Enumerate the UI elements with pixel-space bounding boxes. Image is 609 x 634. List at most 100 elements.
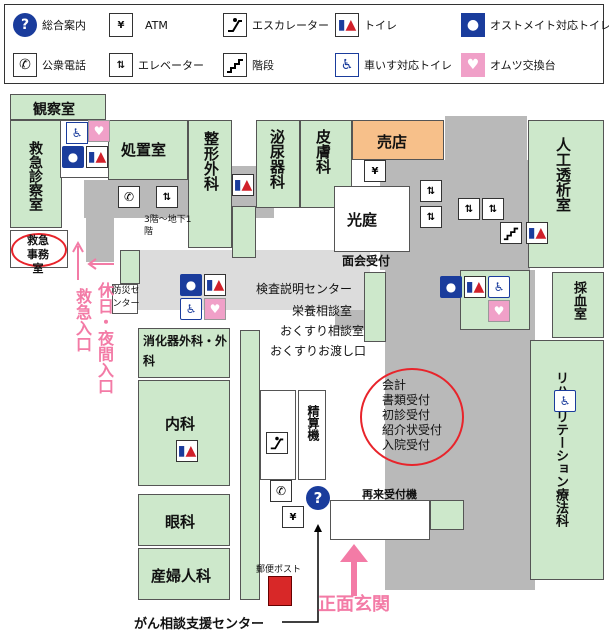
room-dialysis: 人工透析室 bbox=[528, 120, 604, 268]
room-urology-label: 泌尿器科 bbox=[268, 129, 286, 189]
diaper-icon: ♥ bbox=[88, 120, 110, 142]
legend-escalator: エスカレーター bbox=[223, 13, 329, 37]
highlight-circle bbox=[360, 368, 464, 466]
legend-ostomate-label: オストメイト対応トイレ bbox=[490, 19, 609, 32]
legend-wheelchair-label: 車いす対応トイレ bbox=[364, 59, 452, 72]
room-cashier-label: 精算機 bbox=[306, 405, 320, 441]
toilet-icon: ▮▲ bbox=[232, 174, 254, 196]
room-emergency-exam: 救急診察室 bbox=[10, 120, 62, 228]
map-legend: ? 総合案内 ¥ ATM エスカレーター ▮▲ トイレ ● オストメイト対応トイ… bbox=[4, 4, 609, 84]
room-rehab: リハビリテーション療法科 bbox=[530, 340, 604, 580]
postbox-label: 郵便ポスト bbox=[256, 565, 302, 575]
toilet-icon: ▮▲ bbox=[526, 222, 548, 244]
room-emergency-office: 救急事務室 bbox=[10, 230, 68, 275]
legend-diaper-label: オムツ交換台 bbox=[490, 59, 556, 72]
room-cashier[interactable]: 精算機 bbox=[298, 390, 326, 480]
wall-block bbox=[120, 250, 140, 284]
visitor-reception-label: 面会受付 bbox=[342, 254, 391, 268]
room-shop: 売店 bbox=[352, 120, 444, 160]
room-obgyn: 産婦人科 bbox=[138, 548, 230, 600]
room-dermatology-label: 皮膚科 bbox=[314, 129, 332, 174]
room-orthopedics-label: 整形外科 bbox=[202, 131, 220, 191]
elevator-icon: ⇅ bbox=[420, 180, 442, 202]
holiday-night-entrance-label: 休日・夜間入口 bbox=[95, 282, 114, 394]
room-disaster-center: 防災センター bbox=[112, 284, 140, 314]
elevator-icon: ⇅ bbox=[458, 198, 480, 220]
courtyard: 光庭 bbox=[334, 186, 410, 252]
emergency-entrance-label: 救急入口 bbox=[73, 288, 92, 352]
room-treatment: 処置室 bbox=[108, 120, 188, 180]
room-internal-medicine-label: 内科 bbox=[165, 415, 196, 433]
legend-diaper: ♥ オムツ交換台 bbox=[461, 53, 556, 77]
room-emergency-office-label: 救急事務室 bbox=[27, 234, 49, 275]
diaper-icon: ♥ bbox=[488, 300, 510, 322]
corridor bbox=[86, 212, 114, 262]
room-disaster-center-label: 防災センター bbox=[112, 286, 140, 309]
room-internal-medicine: 内科 bbox=[138, 380, 230, 486]
elevator-floors-label: 3階〜地下1階 bbox=[144, 215, 192, 237]
wall-block bbox=[430, 500, 464, 530]
room-urology: 泌尿器科 bbox=[256, 120, 300, 208]
nutrition-label: 栄養相談室 bbox=[292, 304, 353, 318]
elevator-icon: ⇅ bbox=[109, 53, 133, 77]
reception-list: 会計 書類受付 初診受付 紹介状受付 入院受付 bbox=[382, 378, 442, 453]
diaper-icon: ♥ bbox=[461, 53, 485, 77]
legend-atm: ¥ ATM bbox=[109, 13, 168, 37]
legend-atm-label: ATM bbox=[145, 18, 168, 32]
main-entrance-label: 正面玄関 bbox=[318, 594, 390, 615]
elevator-icon: ⇅ bbox=[482, 198, 504, 220]
reception-item: 初診受付 bbox=[382, 408, 431, 422]
stairs-icon bbox=[500, 222, 522, 244]
toilet-icon: ▮▲ bbox=[464, 276, 486, 298]
room-emergency-exam-label: 救急診察室 bbox=[27, 141, 43, 211]
toilet-icon: ▮▲ bbox=[86, 146, 108, 168]
highlight-circle bbox=[11, 233, 67, 267]
room-ophthalmology-label: 眼科 bbox=[165, 513, 196, 531]
room-ophthalmology: 眼科 bbox=[138, 494, 230, 546]
legend-escalator-label: エスカレーター bbox=[252, 19, 329, 32]
wheelchair-icon: ♿ bbox=[66, 122, 88, 144]
phone-icon: ✆ bbox=[13, 53, 37, 77]
wall-block bbox=[330, 500, 430, 540]
cancer-center-label: がん相談支援センター bbox=[134, 617, 265, 632]
legend-toilet-label: トイレ bbox=[364, 19, 397, 32]
elevator-icon: ⇅ bbox=[420, 206, 442, 228]
main-entrance-arrow bbox=[340, 544, 368, 596]
corridor bbox=[445, 116, 527, 166]
legend-ostomate: ● オストメイト対応トイレ bbox=[461, 13, 609, 37]
legend-info-label: 総合案内 bbox=[42, 19, 86, 32]
wheelchair-icon: ♿ bbox=[180, 298, 202, 320]
toilet-icon: ▮▲ bbox=[204, 274, 226, 296]
legend-elevator-label: エレベーター bbox=[138, 59, 204, 72]
exam-explanation-label: 検査説明センター bbox=[256, 282, 353, 296]
room-blood-draw: 採血室 bbox=[552, 272, 604, 338]
corridor bbox=[120, 250, 370, 310]
wheelchair-icon: ♿ bbox=[554, 390, 576, 412]
revisit-reception-label: 再来受付機 bbox=[362, 488, 417, 501]
legend-elevator: ⇅ エレベーター bbox=[109, 53, 204, 77]
stairs-icon bbox=[223, 53, 247, 77]
toilet-icon: ▮▲ bbox=[335, 13, 359, 37]
reception-item: 会計 bbox=[382, 378, 407, 392]
ostomate-icon: ● bbox=[440, 276, 462, 298]
room-shop-label: 売店 bbox=[377, 133, 408, 151]
escalator-icon bbox=[223, 13, 247, 37]
room-orthopedics: 整形外科 bbox=[188, 120, 232, 248]
legend-phone-label: 公衆電話 bbox=[42, 59, 86, 72]
entrance-arrows bbox=[72, 240, 114, 280]
postbox-icon bbox=[268, 576, 292, 606]
reception-item: 紹介状受付 bbox=[382, 423, 443, 437]
wall-block bbox=[364, 272, 386, 342]
phone-icon: ✆ bbox=[270, 480, 292, 502]
atm-icon: ¥ bbox=[109, 13, 133, 37]
room-treatment-label: 処置室 bbox=[121, 141, 167, 159]
legend-toilet: ▮▲ トイレ bbox=[335, 13, 397, 37]
wheelchair-icon: ♿ bbox=[335, 53, 359, 77]
wall-block bbox=[240, 330, 260, 600]
pointer-line bbox=[282, 524, 322, 623]
legend-phone: ✆ 公衆電話 bbox=[13, 53, 86, 77]
ostomate-icon: ● bbox=[180, 274, 202, 296]
medicine-pickup-label: おくすりお渡し口 bbox=[270, 344, 367, 358]
info-icon[interactable]: ? bbox=[306, 486, 330, 510]
toilet-icon: ▮▲ bbox=[176, 440, 198, 462]
